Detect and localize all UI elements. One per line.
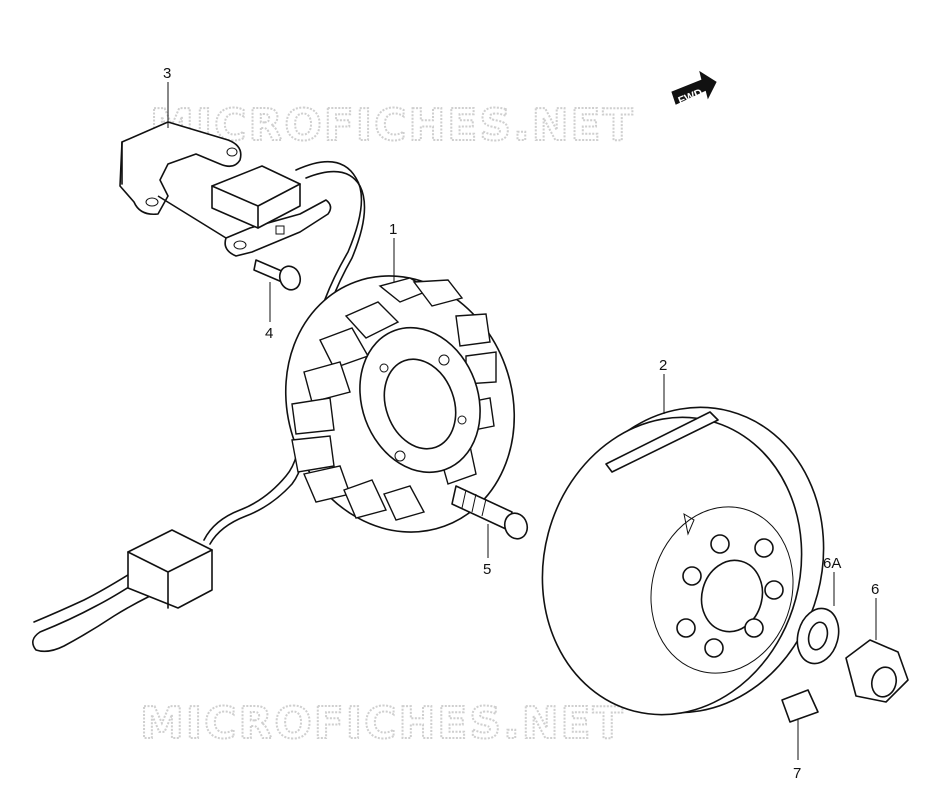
- callout-4: 4: [265, 325, 273, 342]
- callout-3: 3: [163, 65, 171, 82]
- bracket-part-3: [119, 121, 332, 257]
- screw-part-4: [253, 259, 302, 291]
- callout-2: 2: [659, 357, 667, 374]
- nut-part-6: [845, 639, 909, 703]
- stator-part-1: [284, 275, 516, 533]
- bolt-part-5: [451, 485, 529, 540]
- callout-6a: 6A: [823, 555, 841, 572]
- washer-part-6a: [796, 607, 840, 665]
- callout-1: 1: [389, 221, 397, 238]
- rotor-part-2: [541, 406, 825, 716]
- watermark-bottom: MICROFICHES.NET: [140, 698, 625, 749]
- leader-lines: [167, 82, 877, 760]
- fwd-arrow-icon: FWD: [671, 70, 717, 107]
- callout-7: 7: [793, 765, 801, 782]
- callout-5: 5: [483, 561, 491, 578]
- wire-harness: [32, 160, 366, 653]
- key-part-7: [781, 689, 819, 723]
- callout-6: 6: [871, 581, 879, 598]
